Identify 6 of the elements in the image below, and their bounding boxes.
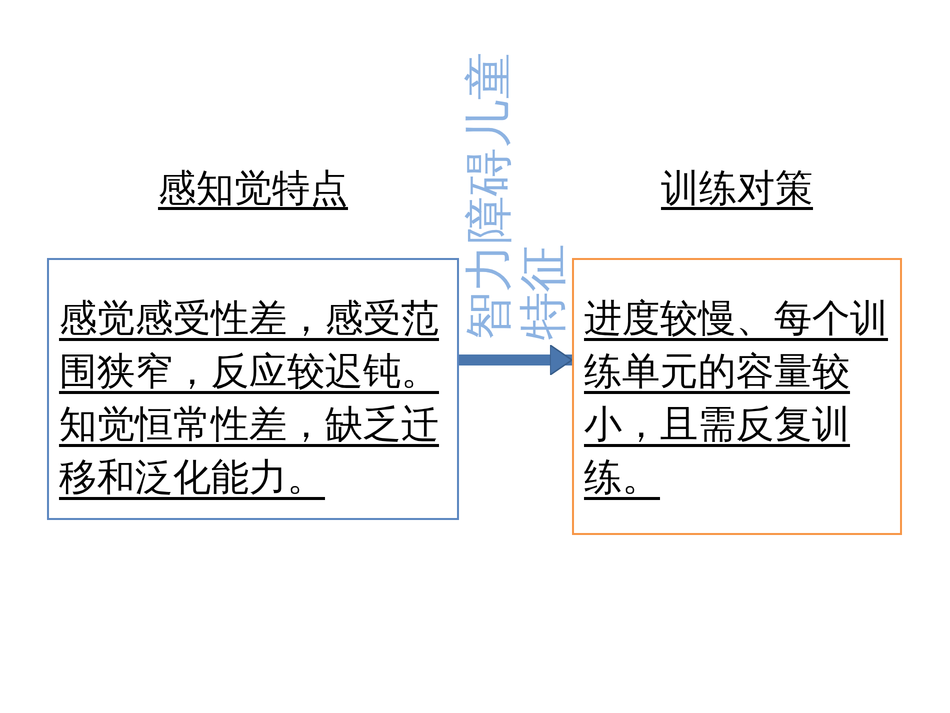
heading: 训练对策 bbox=[661, 166, 813, 210]
vertical-title: 智力障碍儿童特征 bbox=[462, 51, 570, 340]
heading: 感知觉特点 bbox=[158, 166, 348, 210]
body-text: 感觉感受性差，感受范围狭窄，反应较迟钝。知觉恒常性差，缺乏迁移和泛化能力。 bbox=[59, 295, 440, 501]
arrow bbox=[459, 344, 573, 376]
body-text: 进度较慢、每个训练单元的容量较小，且需反复训练。 bbox=[584, 295, 889, 501]
